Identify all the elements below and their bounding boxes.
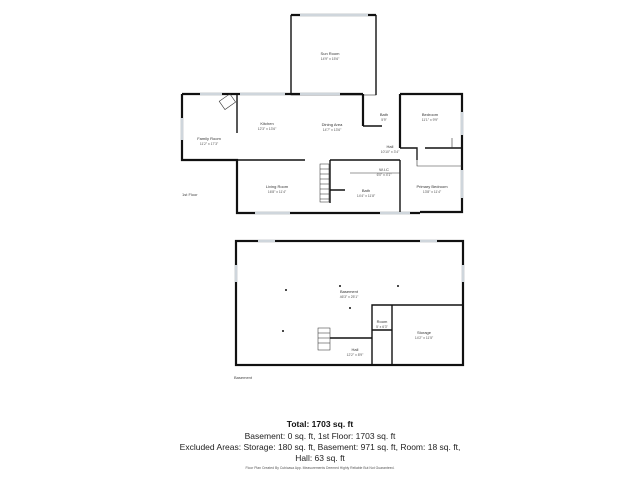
- wic-dims: 6'0" x 4'1": [377, 173, 393, 177]
- primary-bedroom-dims: 13'8" x 11'4": [423, 190, 442, 194]
- basement-interior-walls: [330, 304, 463, 365]
- basement-room-dims: 46'3" x 25'1": [340, 295, 359, 299]
- basement-room-label: Basement: [340, 289, 359, 294]
- lower-bath-dims: 14'4" x 11'8": [357, 194, 376, 198]
- basement-plan: [234, 239, 465, 367]
- living-room-dims: 16'8" x 11'4": [268, 190, 287, 194]
- bath-walls: [361, 94, 402, 148]
- basement-hall-dims: 12'2" x 8'9": [347, 353, 365, 357]
- lower-bath-label: Bath: [362, 188, 370, 193]
- family-room-dims: 11'2" x 17'3": [200, 142, 219, 146]
- storage-dims: 14'2" x 11'5": [415, 336, 434, 340]
- living-room-label: Living Room: [266, 184, 289, 189]
- kitchen-dims: 12'3" x 13'6": [258, 127, 277, 131]
- post-icon: [397, 285, 399, 287]
- excluded-areas: Excluded Areas: Storage: 180 sq. ft, Bas…: [179, 442, 461, 452]
- primary-bedroom-label: Primary Bedroom: [416, 184, 448, 189]
- bedroom-label: Bedroom: [422, 112, 439, 117]
- bedroom-dims: 11'1" x 9'9": [422, 118, 439, 122]
- post-icon: [349, 307, 351, 309]
- disclaimer: Floor Plan Created By Cubicasa App. Meas…: [245, 466, 395, 470]
- bath-label: Bath: [380, 112, 388, 117]
- basement-hall-label: Hall: [352, 347, 359, 352]
- floor-plan-drawing: Sun Room 14'9" x 15'6" Family Room 11'2"…: [180, 13, 465, 380]
- hall-label: Hall: [387, 144, 394, 149]
- basement-floor-label: Basement: [234, 375, 253, 380]
- storage-label: Storage: [417, 330, 432, 335]
- first-floor-exterior-walls: [180, 92, 464, 215]
- dining-area-label: Dining Area: [322, 122, 343, 127]
- sun-room-dims: 14'9" x 15'6": [321, 57, 340, 61]
- wic-label: W.I.C: [379, 167, 389, 172]
- floor-area-breakdown: Basement: 0 sq. ft, 1st Floor: 1703 sq. …: [244, 431, 396, 441]
- dining-area-dims: 14'7" x 13'6": [323, 128, 342, 132]
- bath-dims: 5'9": [381, 118, 387, 122]
- first-floor-plan: [180, 13, 464, 215]
- stairs-icon: [317, 327, 331, 351]
- room-label: Room: [377, 319, 388, 324]
- post-icon: [282, 330, 284, 332]
- basement-exterior-walls: [234, 239, 465, 367]
- kitchen-label: Kitchen: [260, 121, 273, 126]
- excluded-areas-continued: Hall: 63 sq. ft: [295, 453, 345, 463]
- stairs-icon: [319, 163, 330, 203]
- room-dims: 5' x 6'3": [376, 325, 389, 329]
- post-icon: [339, 285, 341, 287]
- first-floor-label: 1st Floor: [182, 192, 198, 197]
- total-area: Total: 1703 sq. ft: [286, 419, 354, 429]
- interior-partitions: [350, 138, 462, 174]
- family-room-label: Family Room: [197, 136, 221, 141]
- fireplace-icon: [218, 93, 237, 110]
- sun-room-label: Sun Room: [321, 51, 341, 56]
- hall-dims: 10'10" x 3'4": [381, 150, 400, 154]
- post-icon: [285, 289, 287, 291]
